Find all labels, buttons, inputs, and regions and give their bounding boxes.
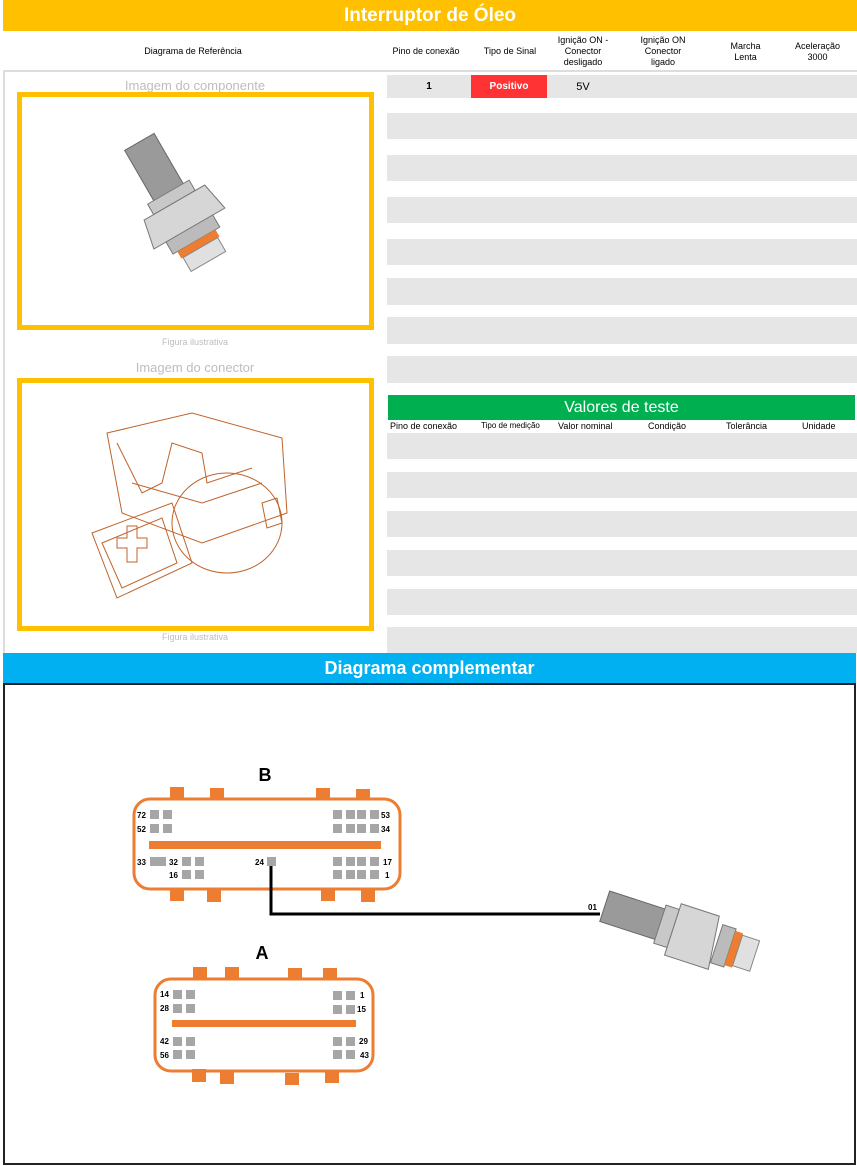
test-values-header: Pino de conexão Tipo de medição Valor no… <box>388 421 855 433</box>
table-header: Diagrama de Referência Pino de conexão T… <box>3 31 857 72</box>
test-row <box>387 433 857 459</box>
header-accel: Aceleração 3000 <box>794 40 841 62</box>
test-header-unit: Unidade <box>802 421 836 431</box>
pin-label: 56 <box>160 1051 169 1060</box>
component-note: Figura ilustrativa <box>161 337 229 347</box>
test-values-title: Valores de teste <box>388 395 855 420</box>
connector-drawing-icon <box>91 412 288 599</box>
pin-label: 14 <box>160 990 169 999</box>
pin-cell: 1 <box>426 81 432 92</box>
pin-label: 1 <box>360 991 365 1000</box>
test-row <box>387 472 857 498</box>
header-pin: Pino de conexão <box>392 46 460 56</box>
table-row <box>387 278 857 305</box>
table-row: 1 Positivo 5V <box>387 75 857 98</box>
test-header-nominal: Valor nominal <box>558 421 613 431</box>
table-row <box>387 197 857 223</box>
connector-a: A 14 28 1 15 42 56 29 43 <box>153 943 375 1085</box>
pin-label: 16 <box>169 871 178 880</box>
pin-label: 28 <box>160 1004 169 1013</box>
pin-label: 1 <box>385 871 390 880</box>
oil-switch-icon <box>123 132 227 273</box>
connector-note: Figura ilustrativa <box>161 632 229 642</box>
pin-label: 32 <box>169 858 178 867</box>
table-row <box>387 113 857 139</box>
table-row <box>387 356 857 383</box>
test-header-measure: Tipo de medição <box>481 421 540 430</box>
component-image <box>17 92 374 330</box>
pin-label: 53 <box>381 811 390 820</box>
test-row <box>387 627 857 653</box>
ign-off-cell: 5V <box>576 80 590 93</box>
component-caption: Imagem do componente <box>124 78 266 93</box>
connector-image <box>17 378 374 631</box>
diagram-area <box>3 683 856 1165</box>
table-row <box>387 317 857 344</box>
pin-label: 34 <box>381 825 390 834</box>
test-header-pin: Pino de conexão <box>390 421 458 431</box>
test-row <box>387 511 857 537</box>
header-ign-on: Ignição ON Conector ligado <box>640 35 686 67</box>
connector-a-label: A <box>256 943 269 963</box>
pin-label: 15 <box>357 1005 366 1014</box>
pin-label: 43 <box>360 1051 369 1060</box>
pin-label: 17 <box>383 858 392 867</box>
signal-cell: Positivo <box>471 75 547 98</box>
table-row <box>387 155 857 181</box>
test-row <box>387 589 857 615</box>
oil-switch-icon <box>599 890 761 972</box>
header-ign-off: Ignição ON - Conector desligado <box>557 35 609 67</box>
pin-label: 72 <box>137 811 146 820</box>
connector-b: B 72 52 53 34 33 32 16 24 17 1 <box>132 765 402 902</box>
header-idle: Marcha Lenta <box>730 40 761 62</box>
divider <box>3 72 5 653</box>
pin-label: 52 <box>137 825 146 834</box>
page-title: Interruptor de Óleo <box>3 0 857 31</box>
wire-label: 01 <box>588 903 597 912</box>
header-signal: Tipo de Sinal <box>483 46 537 56</box>
test-row <box>387 550 857 576</box>
pin-label: 33 <box>137 858 146 867</box>
diagram-title: Diagrama complementar <box>3 653 856 683</box>
table-row <box>387 239 857 265</box>
connector-caption: Imagem do conector <box>135 360 255 375</box>
pin-label: 24 <box>255 858 264 867</box>
test-header-condition: Condição <box>648 421 687 431</box>
connector-b-label: B <box>259 765 272 785</box>
test-header-tolerance: Tolerância <box>726 421 768 431</box>
pin-label: 29 <box>359 1037 368 1046</box>
header-reference: Diagrama de Referência <box>144 46 242 56</box>
pin-label: 42 <box>160 1037 169 1046</box>
wire <box>269 866 600 916</box>
